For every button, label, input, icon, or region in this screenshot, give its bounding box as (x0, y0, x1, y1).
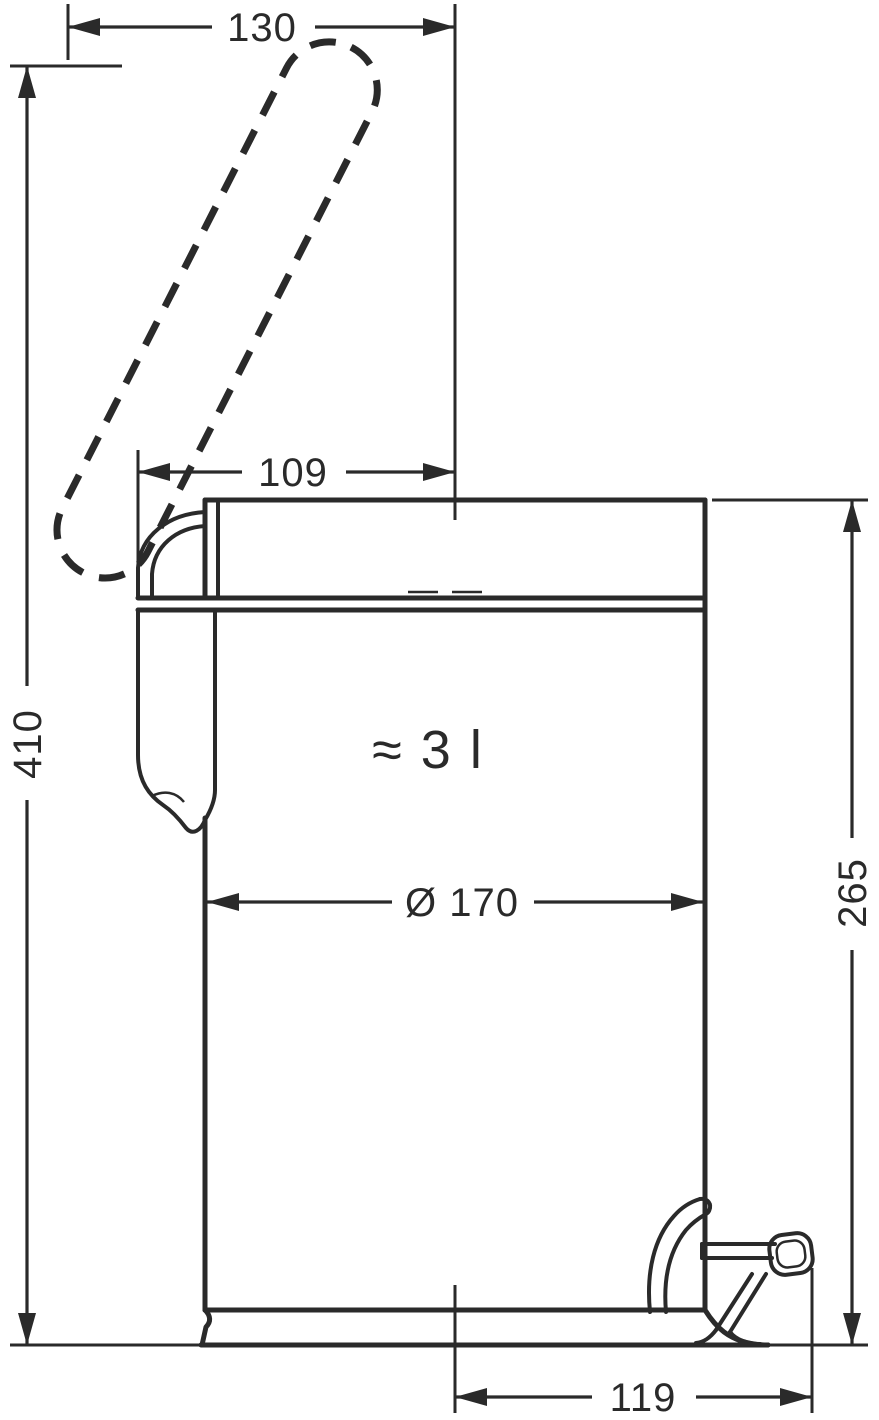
pedal-foot-curve-left (694, 1328, 718, 1345)
dim-body-height: 265 (831, 500, 875, 1345)
dim-265-label: 265 (831, 858, 875, 928)
dim-170-arrow-left (207, 893, 239, 911)
dim-130-arrow-left (68, 18, 100, 36)
pedal-foot-curve-right (728, 1330, 762, 1346)
dim-119-arrow-right (780, 1388, 812, 1406)
pedal-arm-inner (663, 1212, 708, 1314)
capacity-label: ≈ 3 l (372, 720, 484, 780)
dim-119-arrow-left (455, 1388, 487, 1406)
dim-410-arrow-bottom (18, 1313, 36, 1345)
dim-130-label: 130 (227, 6, 297, 50)
dim-109-arrow-left (138, 463, 170, 481)
dim-lid-open-width: 130 (68, 6, 455, 50)
dim-diameter: Ø 170 (207, 881, 703, 925)
pedal-pad-inner (775, 1239, 807, 1269)
pedal-pad (767, 1231, 815, 1277)
dim-130-arrow-right (423, 18, 455, 36)
bracket-foot-detail (151, 791, 185, 803)
dim-109-label: 109 (258, 451, 328, 495)
dim-119-label: 119 (610, 1376, 677, 1420)
dim-pedal-extent: 119 (455, 1376, 812, 1420)
dim-170-label: Ø 170 (405, 881, 519, 925)
hinge-bracket-panel (136, 608, 217, 834)
dim-170-arrow-right (671, 893, 703, 911)
dim-265-arrow-top (843, 500, 861, 532)
base-left-edge (199, 1307, 213, 1348)
pedal-arm-outer (647, 1197, 702, 1314)
dim-109-arrow-right (423, 463, 455, 481)
pedal-strut-back (728, 1272, 768, 1334)
pedal-arm-top-cap (698, 1196, 713, 1216)
dim-total-height: 410 (6, 66, 50, 1345)
dim-410-label: 410 (6, 709, 50, 779)
dim-lid-depth: 109 (138, 451, 455, 495)
pedal-strut-front (714, 1272, 754, 1332)
dim-410-arrow-top (18, 66, 36, 98)
dim-265-arrow-bottom (843, 1313, 861, 1345)
pedal-pad-group (767, 1231, 815, 1277)
hinge-bracket-inner-curve (150, 524, 207, 600)
